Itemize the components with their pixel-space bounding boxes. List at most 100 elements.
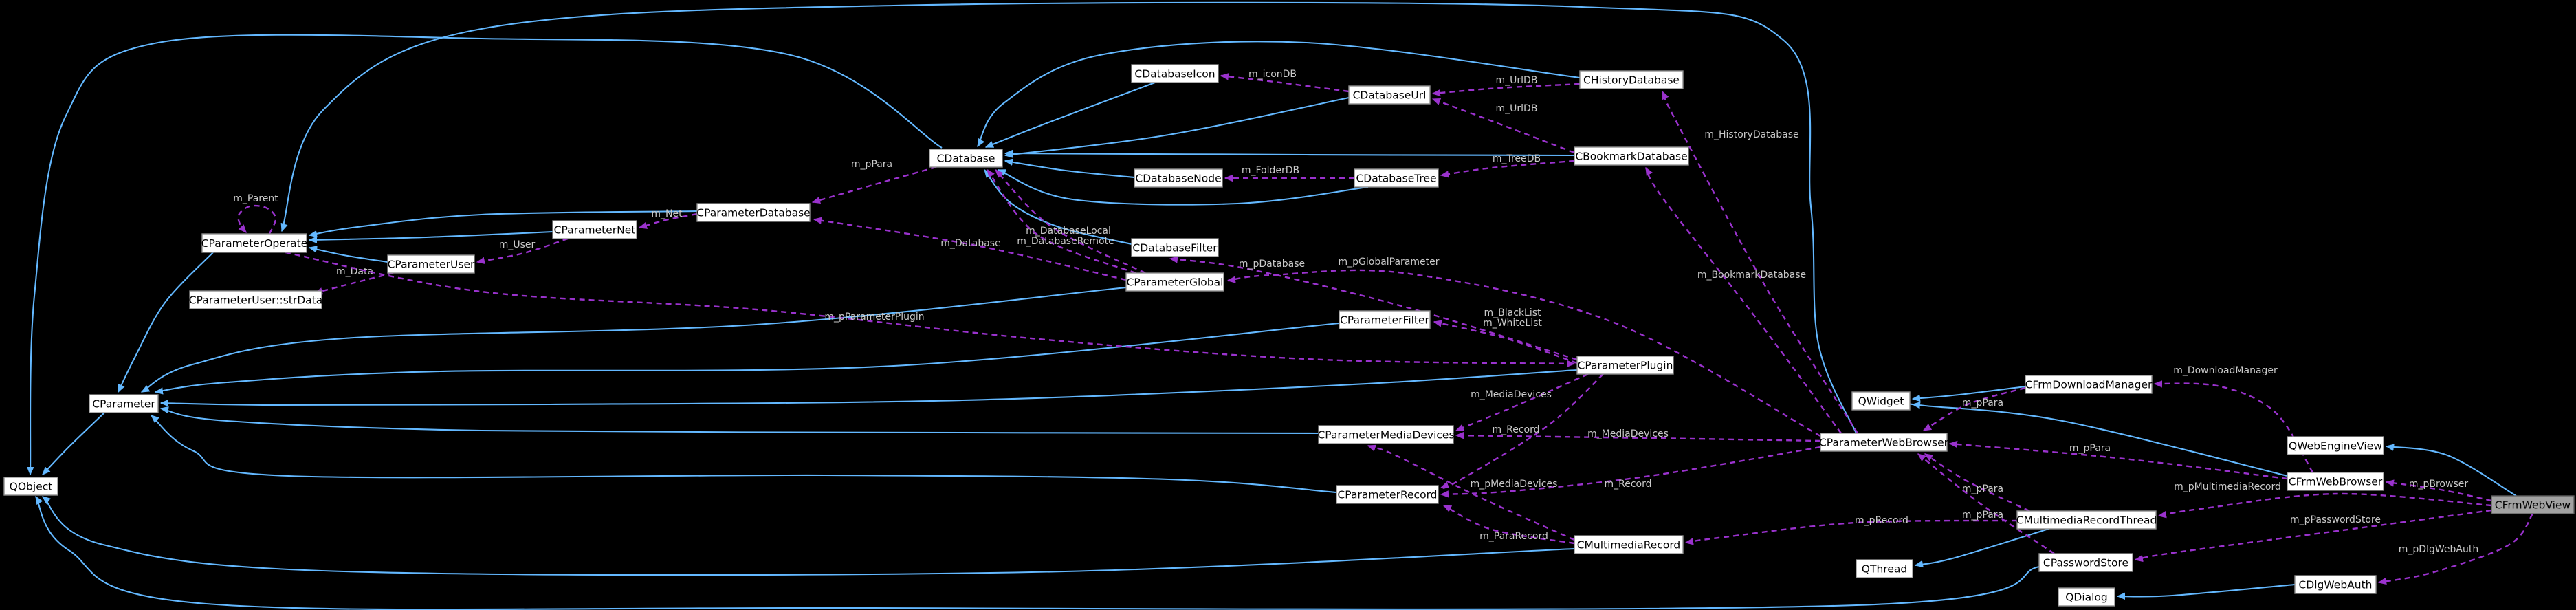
edge-CParameterNet-to-CParameterOperate — [308, 230, 553, 243]
edge-CDatabaseNode-to-CDatabase — [1004, 158, 1135, 179]
node-box-CFrmWebBrowser[interactable] — [2287, 472, 2384, 491]
node-box-CParameterUserStrData[interactable] — [189, 290, 322, 309]
edge-CParameterWebBrowser-to-CHistoryDatabase — [1661, 90, 1859, 434]
edge-label-m_BookmarkDatabase: m_BookmarkDatabase — [1697, 270, 1806, 281]
node-box-CParameterUser[interactable] — [387, 254, 475, 274]
node-CParameterDatabase: CParameterDatabase — [696, 203, 811, 222]
edge-CMultimediaRecord-to-CParameterMediaDevices — [1367, 444, 1575, 541]
edge-CMultimediaRecordThread-to-QThread — [1914, 527, 2049, 568]
edge-CParameterUser-to-CParameterUserStrData — [313, 272, 394, 295]
node-QObject: QObject — [3, 477, 58, 496]
node-CDatabaseUrl: CDatabaseUrl — [1348, 85, 1431, 105]
node-box-QDialog[interactable] — [2058, 587, 2115, 607]
node-box-CParameterPlugin[interactable] — [1576, 356, 1674, 375]
edge-label-m_pDatabase: m_pDatabase — [1239, 259, 1305, 270]
node-box-CMultimediaRecordThread[interactable] — [2016, 510, 2157, 530]
edge-label-m_DownloadManager: m_DownloadManager — [2173, 365, 2278, 376]
edge-CParameterOperate-to-CParameterPlugin — [285, 251, 1576, 368]
node-box-QObject[interactable] — [3, 477, 58, 496]
node-CParameterPlugin: CParameterPlugin — [1576, 356, 1674, 375]
node-box-CParameterNet[interactable] — [552, 220, 637, 239]
node-box-CFrmWebView[interactable] — [2491, 495, 2575, 514]
node-box-CParameter[interactable] — [89, 394, 159, 413]
node-CDatabase: CDatabase — [929, 149, 1003, 168]
node-box-QWidget[interactable] — [1851, 391, 1911, 411]
node-QWebEngineView: QWebEngineView — [2287, 436, 2384, 455]
node-box-CParameterMediaDevices[interactable] — [1318, 425, 1454, 444]
node-box-CParameterOperate[interactable] — [201, 233, 307, 253]
node-CDatabaseTree: CDatabaseTree — [1354, 168, 1439, 188]
edge-label-m_Parent: m_Parent — [233, 193, 278, 204]
node-box-CFrmDownloadManager[interactable] — [2025, 375, 2153, 394]
node-box-CDatabaseFilter[interactable] — [1131, 238, 1219, 257]
node-box-CHistoryDatabase[interactable] — [1579, 70, 1684, 89]
node-CParameterGlobal: CParameterGlobal — [1125, 272, 1224, 292]
node-box-CMultimediaRecord[interactable] — [1574, 535, 1684, 554]
edge-CFrmWebView-to-CPasswordStore — [2134, 509, 2492, 563]
edge-CFrmWebBrowser-to-QWidget — [1909, 402, 2288, 477]
edge-CDatabaseUrl-to-CDatabaseIcon — [1220, 73, 1350, 93]
edge-CBookmarkDatabase-to-CDatabaseUrl — [1431, 98, 1575, 154]
edge-label-m_pBrowser: m_pBrowser — [2409, 479, 2469, 490]
node-QDialog: QDialog — [2058, 587, 2115, 607]
edge-label-m_FolderDB: m_FolderDB — [1242, 165, 1299, 176]
edge-label-m_DatabaseRemote: m_DatabaseRemote — [1017, 236, 1114, 247]
node-CParameterUser: CParameterUser — [387, 254, 475, 274]
edge-label-m_pPara: m_pPara — [2069, 443, 2111, 454]
node-CParameterMediaDevices: CParameterMediaDevices — [1317, 425, 1455, 444]
edge-CHistoryDatabase-to-CDatabaseUrl — [1431, 83, 1581, 97]
node-box-CParameterGlobal[interactable] — [1125, 272, 1224, 292]
edge-CFrmDownloadManager-to-QWidget — [1911, 385, 2026, 402]
node-box-CPasswordStore[interactable] — [2038, 553, 2133, 572]
edge-label-m_pPara: m_pPara — [1962, 510, 2003, 521]
edge-CParameterPlugin-to-CParameter — [159, 369, 1578, 407]
edge-label-m_User: m_User — [499, 239, 536, 250]
edge-label-m_Record: m_Record — [1492, 424, 1539, 435]
edge-label-m_Data: m_Data — [336, 266, 373, 277]
edge-label-m_MediaDevices: m_MediaDevices — [1587, 428, 1669, 439]
node-CFrmWebView: CFrmWebView — [2491, 495, 2575, 514]
edge-CParameterPlugin-to-CParameterRecord — [1440, 373, 1604, 489]
edge-CPasswordStore-to-QObject — [35, 495, 2040, 610]
node-box-CDatabase[interactable] — [929, 149, 1003, 168]
edge-CParameterOperate-to-CParameter — [118, 252, 214, 393]
edge-CFrmDownloadManager-to-CParameterWebBrowser — [1922, 386, 2026, 432]
node-box-CDatabaseTree[interactable] — [1354, 168, 1439, 188]
edge-CMultimediaRecord-to-QObject — [41, 496, 1575, 576]
node-box-CParameterWebBrowser[interactable] — [1820, 433, 1948, 452]
edge-CFrmWebView-to-CMultimediaRecordThread — [2157, 492, 2492, 519]
node-CParameterRecord: CParameterRecord — [1336, 485, 1439, 504]
node-box-CDatabaseUrl[interactable] — [1348, 85, 1431, 105]
edge-CHistoryDatabase-to-CDatabase — [977, 41, 1581, 148]
edge-CParameter-to-QObject — [42, 412, 105, 475]
node-CParameterWebBrowser: CParameterWebBrowser — [1819, 433, 1949, 452]
edge-CParameterGlobal-to-CDatabase — [995, 169, 1146, 274]
node-box-CDlgWebAuth[interactable] — [2294, 575, 2377, 594]
edge-CParameterDatabase-to-CParameterNet — [638, 213, 698, 229]
edge-CParameterMediaDevices-to-CParameter — [159, 406, 1319, 435]
node-box-CBookmarkDatabase[interactable] — [1574, 146, 1689, 166]
edge-CParameterWebBrowser-to-CParameterOperate — [280, 1, 1857, 434]
edge-label-m_pDlgWebAuth: m_pDlgWebAuth — [2399, 544, 2478, 555]
edge-CParameterFilter-to-CParameter — [154, 322, 1340, 395]
node-box-CDatabaseNode[interactable] — [1134, 168, 1223, 188]
node-box-CParameterRecord[interactable] — [1336, 485, 1439, 504]
edge-label-m_pGlobalParameter: m_pGlobalParameter — [1338, 257, 1439, 268]
node-box-CParameterFilter[interactable] — [1339, 310, 1431, 329]
edge-label-m_pPasswordStore: m_pPasswordStore — [2290, 514, 2381, 525]
edge-CBookmarkDatabase-to-CDatabase — [1004, 149, 1575, 157]
node-box-CParameterDatabase[interactable] — [696, 203, 811, 222]
edge-label-m_pMultimediaRecord: m_pMultimediaRecord — [2174, 481, 2281, 492]
edge-label-m_pRecord: m_pRecord — [1855, 515, 1908, 526]
edge-CDatabase-to-QObject — [27, 34, 943, 476]
node-box-QWebEngineView[interactable] — [2287, 436, 2384, 455]
node-CParameterOperate: CParameterOperate — [201, 233, 307, 253]
edge-CParameterGlobal-to-CParameter — [140, 286, 1127, 393]
edge-CMultimediaRecordThread-to-CParameterWebBrowser — [1924, 453, 2030, 512]
node-CParameterUserStrData: CParameterUser::strData — [189, 290, 322, 309]
node-box-QThread[interactable] — [1856, 559, 1913, 578]
node-box-CDatabaseIcon[interactable] — [1131, 64, 1219, 83]
edge-label-m_iconDB: m_iconDB — [1248, 69, 1297, 80]
edge-CDatabaseTree-to-CDatabase — [997, 169, 1369, 206]
